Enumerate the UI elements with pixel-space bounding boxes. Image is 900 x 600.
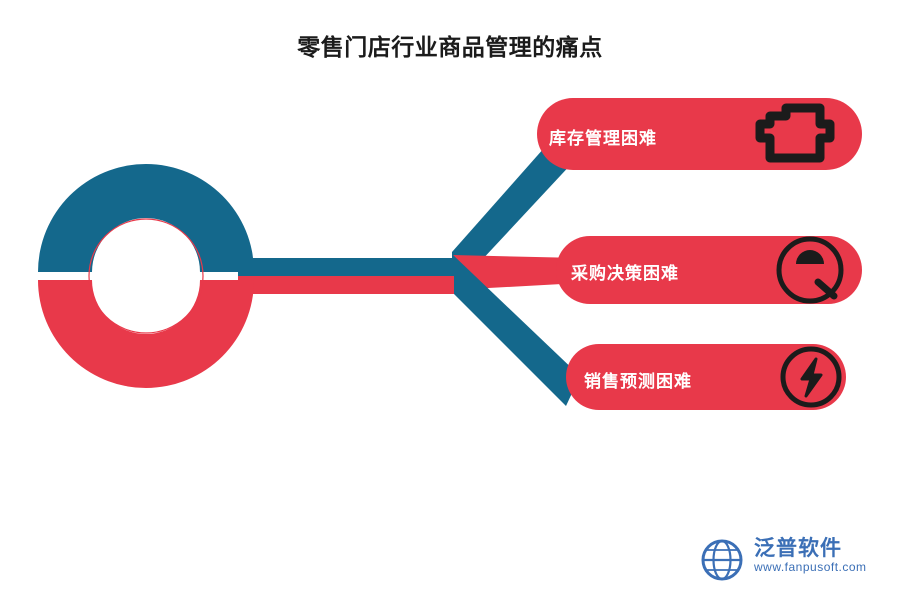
page-title: 零售门店行业商品管理的痛点 (297, 34, 603, 60)
hub-stem-blue (238, 258, 454, 276)
watermark: 泛普软件 www.fanpusoft.com (702, 530, 882, 586)
connector-to-node-2 (452, 255, 580, 290)
hub-stem-red (238, 276, 454, 294)
donut-hub (38, 164, 254, 388)
connector-to-node-1 (452, 130, 575, 292)
globe-icon (701, 539, 743, 581)
node-1[interactable] (537, 98, 862, 170)
donut-inner-outline (88, 218, 204, 334)
node-3-pill[interactable] (566, 344, 846, 410)
connector-group (238, 130, 580, 406)
node-2-label: 采购决策困难 (571, 264, 679, 283)
magnifier-icon (776, 236, 844, 304)
watermark-name: 泛普软件 (754, 537, 842, 560)
node-3[interactable] (566, 344, 846, 410)
donut-bottom-half (38, 280, 254, 388)
connector-to-node-3 (452, 254, 580, 406)
lightning-icon (780, 346, 842, 408)
watermark-url: www.fanpusoft.com (754, 560, 867, 574)
node-3-label: 销售预测困难 (584, 372, 692, 391)
donut-top-half (38, 164, 254, 272)
lock-icon (755, 103, 835, 163)
node-1-label: 库存管理困难 (549, 129, 657, 148)
node-2[interactable] (556, 236, 862, 304)
